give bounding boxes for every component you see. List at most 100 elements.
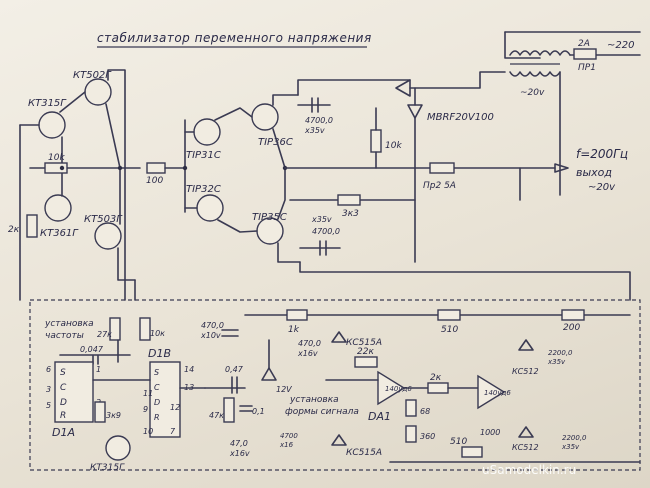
schematic-title: стабилизатор переменного напряжения: [97, 31, 372, 45]
wire: [214, 107, 253, 121]
d1a-pin-d: D: [60, 398, 67, 408]
opamp-label: 140уд6: [385, 385, 412, 393]
c047-label: 0,047: [80, 345, 104, 354]
wire: [325, 379, 429, 389]
zener-ks515a-icon: [331, 331, 347, 343]
c-mid-volt: х35v: [311, 215, 332, 224]
r510-label: 510: [441, 325, 458, 335]
wire: [92, 379, 206, 389]
opamp2-label: 140уд6: [484, 389, 511, 397]
c47-16-label: 47,0: [230, 439, 248, 448]
transistor-kt315g: [38, 111, 66, 139]
amplifier-section: 1k 510 200 470,0 х16v КС515А 22к 140уд6 …: [244, 309, 641, 463]
pin-6: 6: [46, 365, 51, 374]
zener-ks512-icon: [518, 339, 534, 351]
transistor-tip32c: [196, 194, 224, 222]
shape-set-label-1: установка: [289, 395, 339, 405]
q1-label: КТ315Г: [28, 98, 67, 109]
trafo-out-label: ~20v: [520, 88, 545, 98]
wire: [117, 247, 136, 281]
d1b-pin-s: S: [154, 368, 159, 377]
pin-9: 9: [143, 405, 148, 414]
c4700-16-volt: х16: [279, 441, 294, 449]
c047b-label: 0,47: [225, 365, 244, 374]
resistor-10k-b: [370, 129, 382, 153]
fuse-pr2: [429, 162, 455, 174]
q7-label: TIP32C: [186, 184, 221, 195]
opamp-da1: [377, 370, 406, 406]
c4700-16-label: 4700: [280, 432, 298, 440]
r22k-label: 22к: [357, 347, 374, 357]
trimmer-27k: [109, 317, 121, 341]
c-top-label: 4700,0: [305, 116, 333, 125]
c2200-label: 2200,0: [548, 349, 573, 357]
pin-11: 11: [143, 389, 153, 398]
d1b-pin-d: D: [154, 398, 160, 407]
r27k-label: 27к: [97, 330, 112, 339]
transistor-tip31c: [193, 118, 221, 146]
transistor-kt315g-2: [105, 435, 131, 461]
c470-16-volt: х16v: [297, 349, 318, 358]
wire: [504, 31, 541, 59]
power-stage: TIP31C TIP36C TIP32C TIP35C Пр2 5A f=200…: [134, 79, 631, 301]
r2k-label: 2к: [8, 225, 20, 235]
resistor-510-b: [461, 446, 483, 458]
resistor-1k: [286, 309, 308, 321]
trimmer-47k: [223, 397, 235, 423]
pin-7: 7: [170, 427, 176, 436]
output-label: выход: [576, 166, 612, 179]
wire: [59, 69, 126, 301]
q9-label: КТ315Г: [90, 463, 125, 473]
pin-1: 1: [96, 365, 101, 374]
wire: [299, 261, 631, 301]
output-volt-label: ~20v: [588, 182, 616, 193]
wire: [184, 131, 198, 209]
r10k-a-label: 10k: [48, 153, 65, 163]
transistor-kt502g: [84, 78, 112, 106]
c2200b-volt: х35v: [561, 443, 580, 451]
resistor-10k: [44, 162, 68, 174]
rectifier-diode-icon: [395, 79, 411, 97]
c470-10-volt: х10v: [200, 331, 221, 340]
output-arrow-icon: [554, 163, 569, 173]
resistor-3k9: [94, 401, 106, 423]
d1a-pin-c: C: [60, 383, 67, 393]
junction: [59, 165, 65, 171]
r68-label: 68: [420, 407, 430, 416]
z2-label: КС515А: [346, 448, 382, 458]
d1a-pin-s: S: [60, 368, 66, 378]
ic-d1a: [54, 361, 94, 423]
wire: [272, 94, 299, 106]
freq-label: f=200Гц: [576, 147, 628, 161]
freq-set-label-2: частоты: [45, 331, 84, 341]
wire: [277, 242, 301, 263]
r1k-label: 1k: [288, 325, 300, 335]
r10k-b-label: 10k: [385, 141, 402, 151]
d1b-label: D1B: [148, 347, 171, 360]
r2k-b-label: 2к: [430, 373, 442, 383]
c2200-volt: х35v: [547, 358, 566, 366]
q2-label: КТ502Г: [73, 70, 112, 81]
d1b-pin-r: R: [154, 413, 160, 422]
shaper-section: 470,0 х10v 0,47 47к 0,1 47,0 х16v 12V ус…: [200, 321, 359, 458]
transistor-kt503g: [94, 222, 122, 250]
driver-stage: КТ315Г КТ502Г КТ361Г КТ503Г 10k 2к 100: [8, 69, 186, 301]
pin-10: 10: [143, 427, 153, 436]
resistor-200: [561, 309, 585, 321]
da1-label: DA1: [368, 410, 391, 423]
resistor-10k-c: [139, 317, 151, 341]
resistor-2k: [26, 214, 38, 238]
c-mid-label: 4700,0: [312, 227, 340, 236]
trafo-primary: [509, 50, 571, 56]
r47k-label: 47к: [209, 411, 224, 420]
transistor-kt361g: [44, 194, 72, 222]
c470-10-label: 470,0: [201, 321, 224, 330]
ic-d1b: [149, 361, 181, 438]
d12-label: 12V: [276, 385, 292, 394]
fuse1-label: ПР1: [578, 63, 596, 73]
zener-ks512-2-icon: [518, 426, 534, 438]
r3k9-label: 3к9: [106, 411, 121, 420]
zener-12v-icon: [261, 367, 277, 381]
fuse1-rating: 2A: [578, 39, 590, 49]
